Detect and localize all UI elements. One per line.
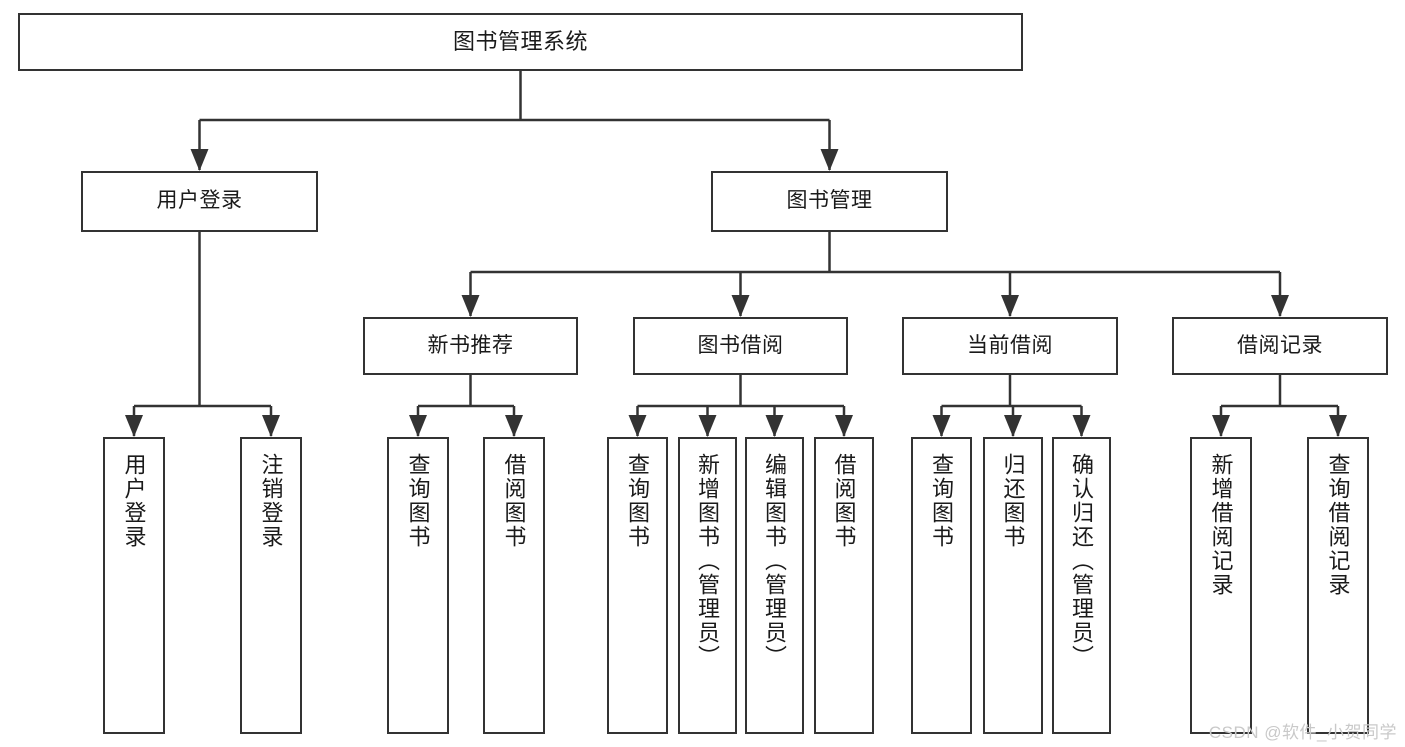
arrowhead	[820, 149, 839, 171]
node-l_logout[interactable]: 注销登录	[240, 437, 302, 734]
node-cur_borrow[interactable]: 当前借阅	[902, 317, 1118, 375]
node-label: 借阅图书	[831, 453, 857, 549]
arrowhead	[1004, 415, 1022, 437]
node-borrow_rec[interactable]: 借阅记录	[1172, 317, 1388, 375]
arrowhead	[125, 415, 143, 437]
arrowhead	[461, 295, 480, 317]
node-l_borrow_b2[interactable]: 借阅图书	[814, 437, 874, 734]
node-new_book_rec[interactable]: 新书推荐	[363, 317, 578, 375]
node-label: 注销登录	[258, 453, 284, 549]
arrowhead	[1329, 415, 1347, 437]
arrowhead	[731, 295, 750, 317]
node-l_q_book_3[interactable]: 查询图书	[911, 437, 972, 734]
node-user_login[interactable]: 用户登录	[81, 171, 318, 232]
node-label: 归还图书	[1000, 453, 1026, 549]
arrowhead	[1001, 295, 1019, 317]
node-label: 查询图书	[929, 453, 955, 549]
arrowhead	[409, 415, 427, 437]
node-book_mgmt[interactable]: 图书管理	[711, 171, 948, 232]
node-label: 用户登录	[121, 453, 147, 549]
node-l_edit_book[interactable]: 编辑图书（管理员）	[745, 437, 804, 734]
node-l_user_login[interactable]: 用户登录	[103, 437, 165, 734]
node-label: 确认归还（管理员）	[1069, 453, 1095, 669]
node-l_return[interactable]: 归还图书	[983, 437, 1043, 734]
node-label: 查询图书	[405, 453, 431, 549]
arrowhead	[698, 415, 717, 437]
node-label: 图书管理系统	[452, 29, 588, 55]
node-label: 用户登录	[156, 189, 243, 213]
node-l_add_book[interactable]: 新增图书（管理员）	[678, 437, 737, 734]
node-label: 新增借阅记录	[1208, 453, 1234, 597]
node-label: 查询图书	[625, 453, 651, 549]
node-label: 查询借阅记录	[1325, 453, 1351, 597]
node-label: 新增图书（管理员）	[695, 453, 721, 669]
node-l_add_rec[interactable]: 新增借阅记录	[1190, 437, 1252, 734]
node-label: 当前借阅	[967, 333, 1053, 357]
node-l_conf_ret[interactable]: 确认归还（管理员）	[1052, 437, 1111, 734]
node-l_borrow_b1[interactable]: 借阅图书	[483, 437, 545, 734]
node-l_q_book_1[interactable]: 查询图书	[387, 437, 449, 734]
arrowhead	[505, 415, 523, 437]
arrowhead	[765, 415, 784, 437]
arrowhead	[262, 415, 280, 437]
arrowhead	[1212, 415, 1230, 437]
node-book_borrow[interactable]: 图书借阅	[633, 317, 848, 375]
node-l_q_book_2[interactable]: 查询图书	[607, 437, 668, 734]
watermark: CSDN @软件_小贺同学	[1208, 723, 1397, 742]
node-label: 图书借阅	[697, 333, 784, 357]
node-label: 新书推荐	[427, 333, 514, 357]
arrowhead	[1072, 415, 1091, 437]
arrowhead	[835, 415, 853, 437]
node-l_q_rec[interactable]: 查询借阅记录	[1307, 437, 1369, 734]
node-root[interactable]: 图书管理系统	[18, 13, 1023, 71]
arrowhead	[190, 149, 209, 171]
node-label: 编辑图书（管理员）	[762, 453, 788, 669]
node-label: 图书管理	[786, 189, 873, 213]
arrowhead	[1271, 295, 1289, 317]
node-label: 借阅记录	[1237, 333, 1323, 357]
arrowhead	[628, 415, 647, 437]
node-label: 借阅图书	[501, 453, 527, 549]
arrowhead	[932, 415, 951, 437]
